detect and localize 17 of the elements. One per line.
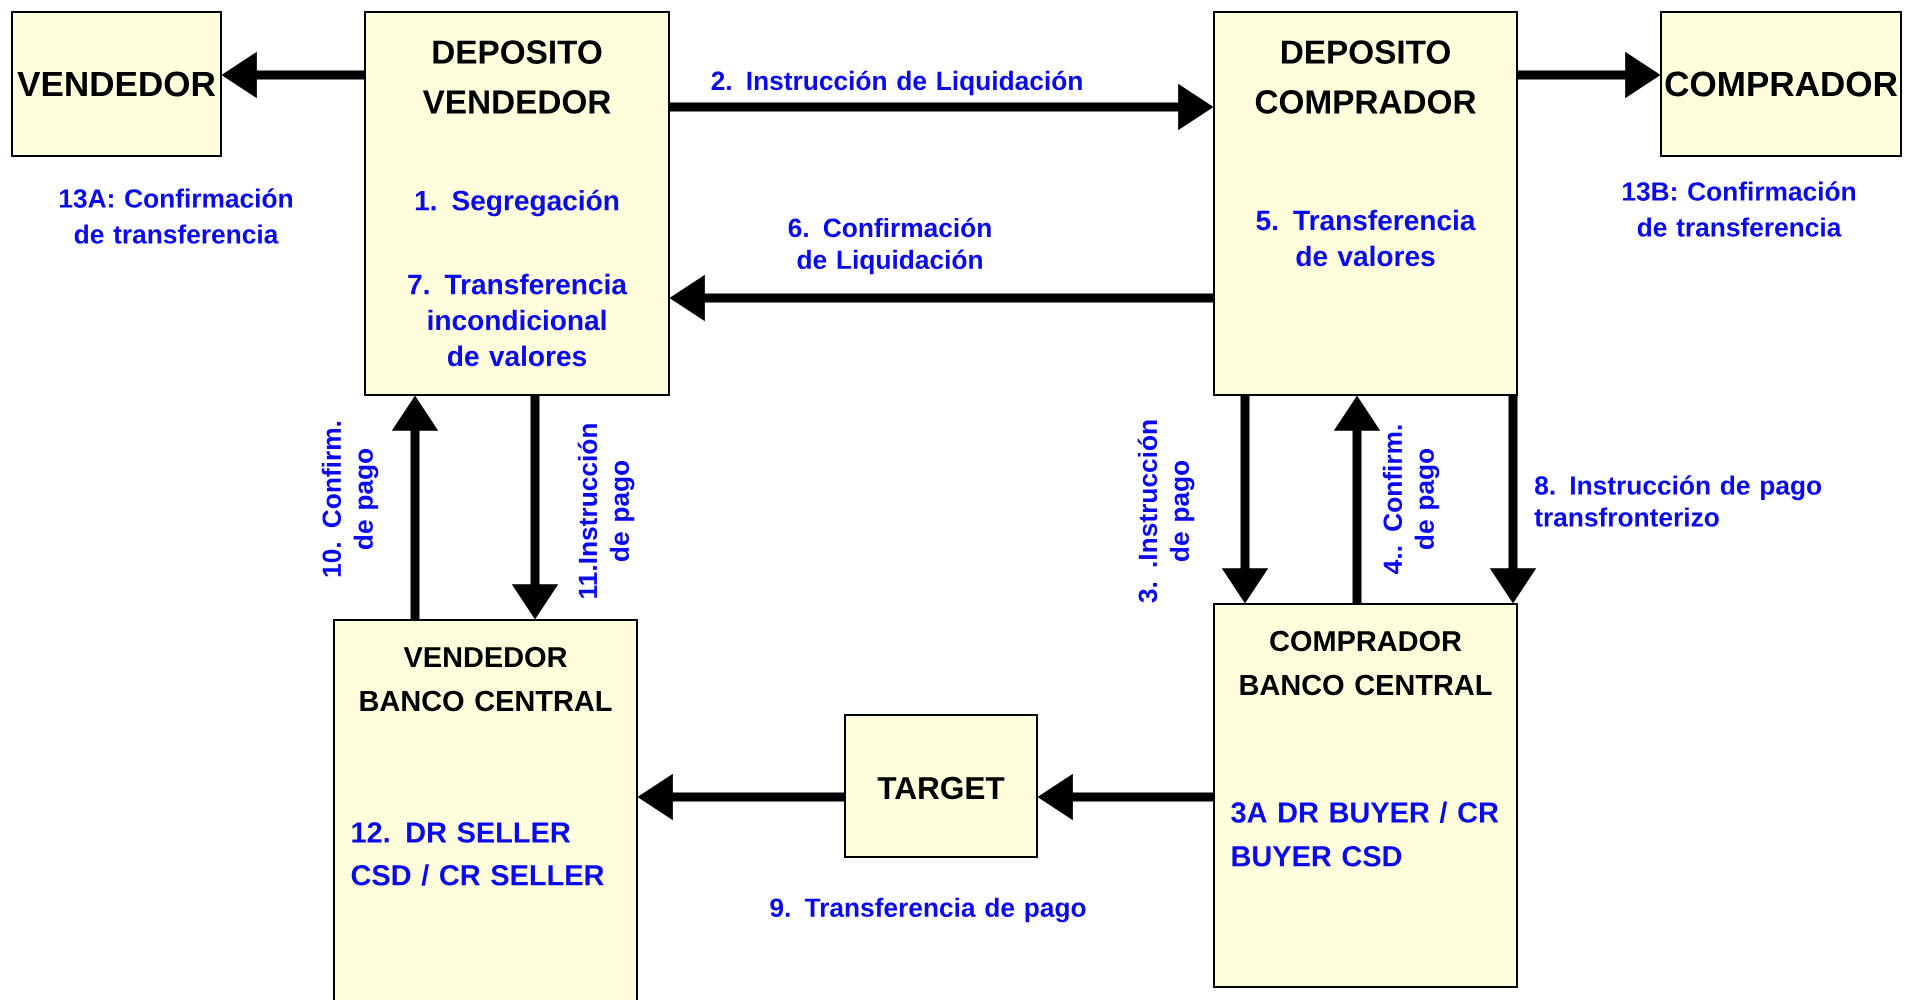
process-box: COMPRADOR xyxy=(1660,11,1902,157)
process-box: DEPOSITO VENDEDOR 1. Segregación 7. Transferencia incondicional de valores xyxy=(364,11,670,396)
edge-label: 10. Confirm. de pago xyxy=(321,421,379,577)
annotation: 9. Transferencia de pago xyxy=(770,897,1086,923)
process-box: COMPRADOR BANCO CENTRAL 3A DR BUYER / CR BUYER CSD xyxy=(1213,603,1518,988)
edge-label: 11.Instrucción de pago xyxy=(577,424,635,598)
process-box: TARGET xyxy=(844,714,1038,858)
edge-label: 8. Instrucción de pago transfronterizo xyxy=(1534,475,1822,527)
annotation: 13A: Confirmación de transferencia xyxy=(60,188,292,244)
edge-label: 6. Confirmación de Liquidación xyxy=(788,217,991,275)
process-box: VENDEDOR BANCO CENTRAL 12. DR SELLER CSD / CR SELLER xyxy=(333,619,638,1000)
edge-label: 2. Instrucción de Liquidación xyxy=(711,70,1082,96)
annotation: 13B: Confirmación de transferencia xyxy=(1623,181,1855,237)
edge-label: 3. .Instrucción de pago xyxy=(1137,420,1195,603)
process-box: DEPOSITO COMPRADOR 5. Transferencia de valores xyxy=(1213,11,1518,396)
process-box: VENDEDOR xyxy=(11,11,222,157)
edge-label: 4.. Confirm. de pago xyxy=(1382,425,1440,574)
